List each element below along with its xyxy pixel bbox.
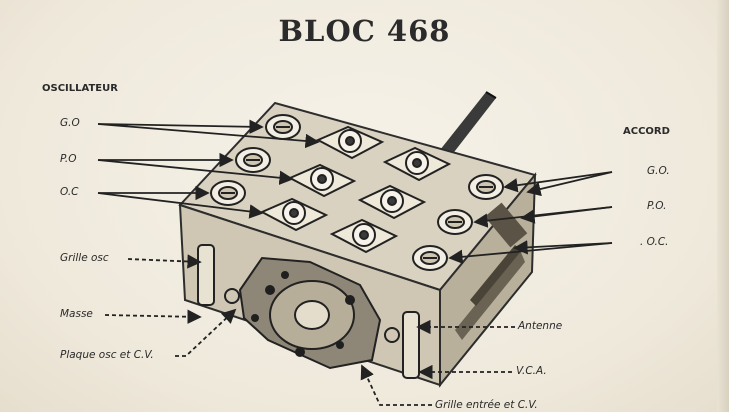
label-acc-oc: . O.C. [640, 236, 669, 248]
label-osc-oc: O.C [60, 186, 79, 198]
label-plaque-osc: Plaque osc et C.V. [60, 349, 154, 361]
label-oscillateur: OSCILLATEUR [42, 83, 118, 94]
shaft [440, 91, 497, 156]
coil-array [259, 125, 452, 254]
label-acc-po: P.O. [647, 200, 667, 212]
front-posts [197, 244, 420, 379]
right-pointers [360, 171, 613, 406]
label-accord: ACCORD [623, 126, 670, 137]
label-masse: Masse [60, 308, 93, 320]
label-antenne: Antenne [518, 320, 563, 332]
label-vca: V.C.A. [516, 365, 547, 377]
label-grille-entree: Grille entrée et C.V. [435, 399, 538, 411]
label-osc-po: P.O [60, 153, 77, 165]
page-edge [717, 0, 729, 412]
diagram-title: BLOC 468 [278, 14, 451, 48]
trimmers [210, 114, 504, 271]
front-wafer [238, 256, 382, 370]
label-osc-go: G.O [60, 117, 80, 129]
label-acc-go: G.O. [647, 165, 670, 177]
left-pointers [97, 119, 320, 357]
label-grille-osc: Grille osc [60, 252, 109, 264]
